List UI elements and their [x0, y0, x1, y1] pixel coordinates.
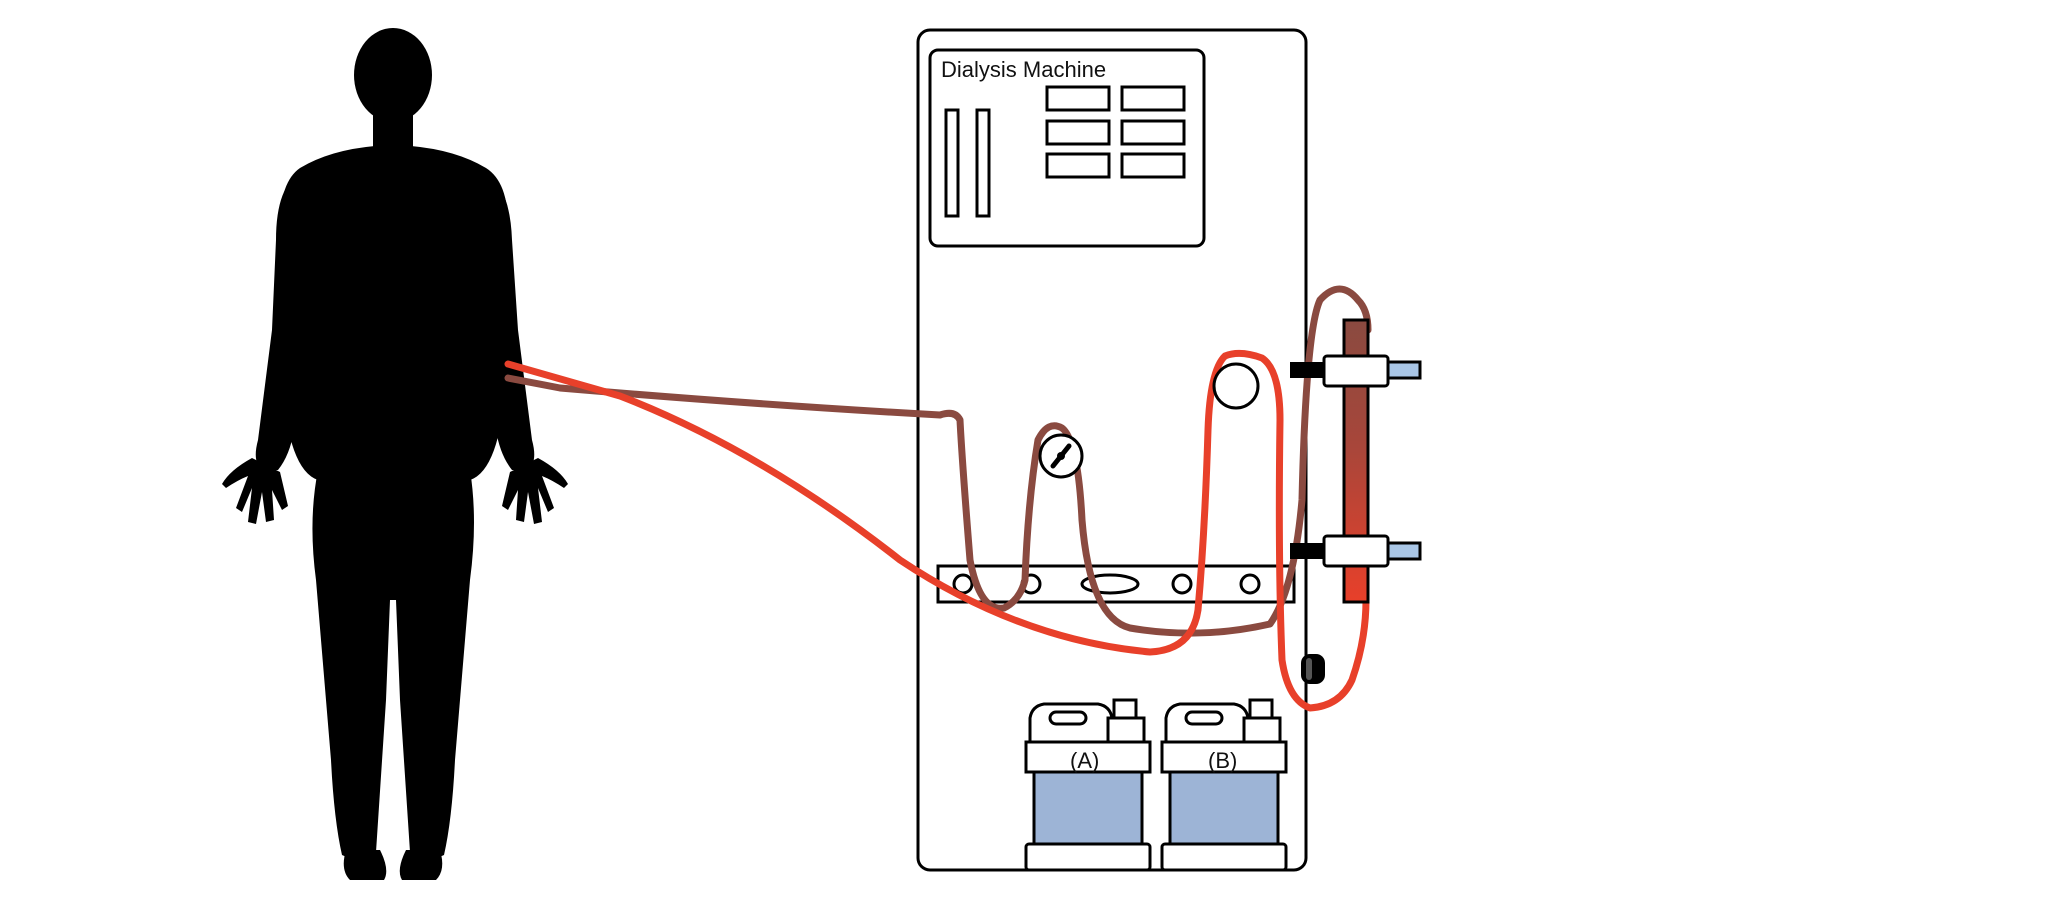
panel-button[interactable] — [1045, 152, 1111, 179]
blood-pump-icon — [1212, 362, 1260, 410]
human-silhouette-icon — [222, 28, 568, 880]
dialysate-fluid — [1168, 770, 1280, 846]
dialyzer-icon — [1290, 318, 1422, 604]
dialyzer-clamp-top — [1290, 362, 1324, 378]
venous-blood-line — [504, 285, 1372, 637]
jug-label-b: (B) — [1208, 748, 1237, 773]
rail-hole — [952, 573, 974, 595]
panel-button[interactable] — [1120, 85, 1186, 112]
panel-slot — [975, 108, 991, 218]
panel-button[interactable] — [1120, 152, 1186, 179]
panel-slot — [944, 108, 960, 218]
dialysate-jug-icon: (A) (B) — [1024, 698, 1288, 872]
panel-button[interactable] — [1045, 85, 1111, 112]
dialysate-port-bottom — [1386, 541, 1422, 561]
rail-hole — [1239, 573, 1261, 595]
rail-hole — [1171, 573, 1193, 595]
arterial-blood-line — [504, 349, 1370, 712]
dialyzer-clamp-bottom — [1290, 543, 1324, 559]
panel-button[interactable] — [1045, 119, 1111, 146]
pressure-gauge-icon — [1038, 433, 1084, 479]
dialysate-port-top — [1386, 360, 1422, 380]
jug-label-a: (A) — [1070, 748, 1099, 773]
tube-rail — [936, 564, 1296, 604]
dialysate-fluid — [1032, 770, 1144, 846]
machine-title: Dialysis Machine — [941, 57, 1106, 82]
air-detector-icon — [1301, 654, 1325, 684]
panel-button[interactable] — [1120, 119, 1186, 146]
